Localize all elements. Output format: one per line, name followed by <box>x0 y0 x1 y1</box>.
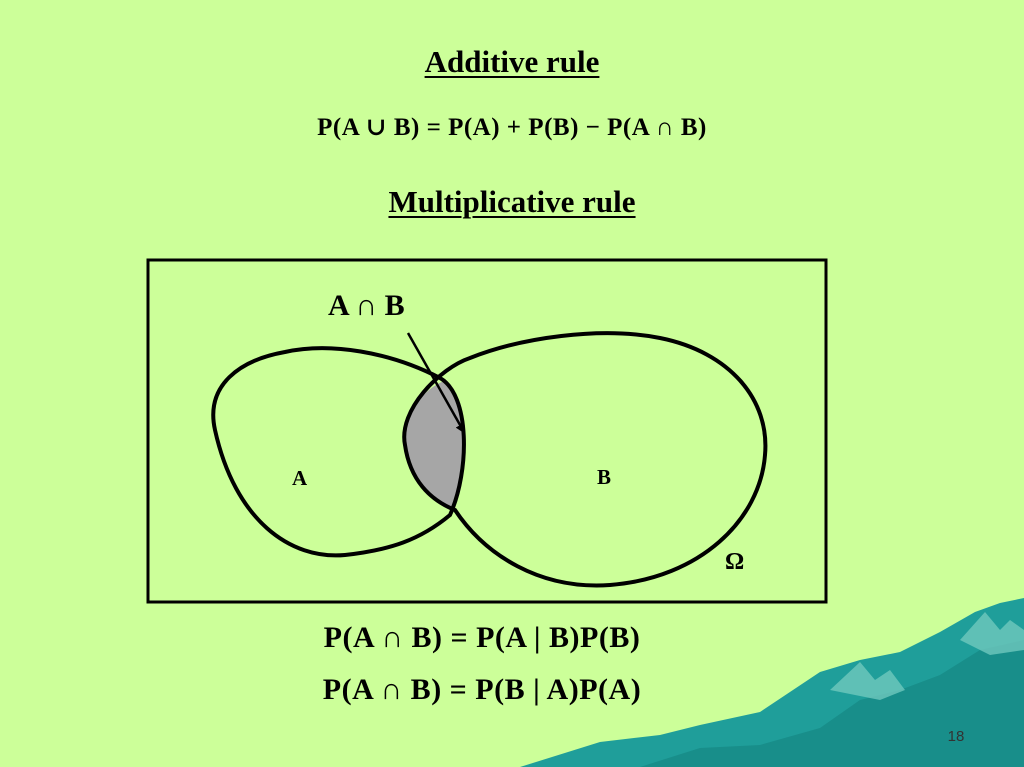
mountain-decoration <box>520 598 1024 767</box>
intersection-arrow <box>406 332 466 434</box>
additive-rule-heading: Additive rule <box>424 44 600 79</box>
set-b-label: B <box>597 465 611 489</box>
page-number: 18 <box>947 728 965 745</box>
set-a-circle <box>211 346 466 558</box>
intersection-region <box>404 378 464 516</box>
sample-space-label: Ω <box>725 549 744 575</box>
sample-space-rectangle <box>146 258 828 604</box>
multiplicative-rule-heading: Multiplicative rule <box>388 184 636 219</box>
conditional-formula-1: P(A ∩ B) = P(A | B)P(B) <box>323 621 641 654</box>
intersection-label: A ∩ B <box>328 289 405 322</box>
set-b-circle <box>402 331 768 588</box>
set-a-label: A <box>292 466 308 490</box>
additive-rule-formula: P(A ∪ B) = P(A) + P(B) − P(A ∩ B) <box>317 114 707 141</box>
conditional-formula-2: P(A ∩ B) = P(B | A)P(A) <box>322 673 642 706</box>
